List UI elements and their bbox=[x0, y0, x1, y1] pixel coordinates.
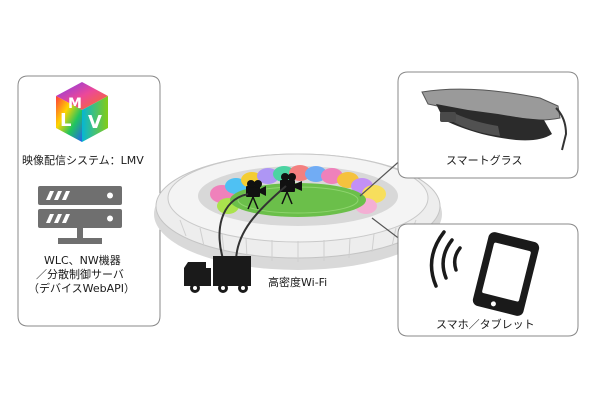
smartphone-icon bbox=[472, 232, 540, 316]
smart-glasses-label: スマートグラス bbox=[446, 154, 523, 167]
camera-icon bbox=[280, 173, 302, 205]
server-label-line-2: ／分散制御サーバ bbox=[36, 268, 124, 281]
camera-to-truck-arrows bbox=[218, 185, 287, 263]
system-label: 映像配信システム：LMV bbox=[22, 154, 144, 167]
camera-icon bbox=[246, 180, 266, 210]
svg-text:L: L bbox=[60, 110, 71, 131]
wifi-label: 高密度Wi-Fi bbox=[268, 276, 328, 289]
smartphone-label: スマホ／タブレット bbox=[436, 318, 535, 331]
wifi-waves-icon bbox=[429, 230, 462, 288]
smart-glasses-icon bbox=[421, 88, 568, 151]
svg-text:V: V bbox=[88, 112, 102, 133]
server-label-line-1: WLC、NW機器 bbox=[44, 254, 121, 267]
server-icon bbox=[38, 186, 122, 244]
truck-icon bbox=[184, 256, 251, 293]
svg-text:M: M bbox=[68, 96, 82, 112]
stadium-illustration bbox=[154, 153, 442, 270]
lmv-logo-icon: L M V bbox=[56, 82, 108, 142]
server-label-line-3: （デバイスWebAPI） bbox=[28, 282, 136, 295]
